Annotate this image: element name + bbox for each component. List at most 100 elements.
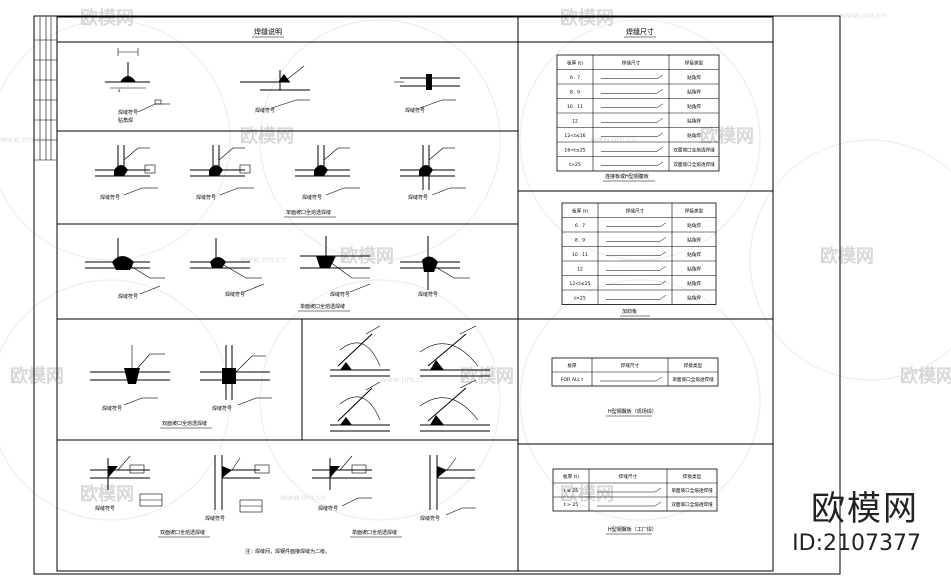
table-cell: t>25 <box>569 162 581 168</box>
watermark-text: 欧模网 <box>560 7 614 29</box>
weld-symbol-icon <box>601 74 664 79</box>
section-angled-joints <box>330 325 490 432</box>
watermark-url: www.om.cn <box>0 135 46 144</box>
table-cell: 双面坡口全熔透焊缝 <box>673 146 715 153</box>
table-cell: 12<t≤16 <box>564 133 585 139</box>
section-double-bevel: 焊缝符号 焊缝符号 双面坡口全熔透焊缝 <box>90 345 272 429</box>
table-header-cell: 焊接类型 <box>683 473 702 480</box>
table-cell: t ≤ 25 <box>564 488 578 494</box>
weld-symbol-label: 焊缝符号 <box>102 405 122 412</box>
note: 注：焊缝间，焊钢件面接焊缝为二级。 <box>245 548 330 555</box>
table-cell: 单面坡口全熔透焊缝 <box>672 376 714 383</box>
weld-symbol-icon <box>597 501 662 507</box>
table-cell: 贴角焊 <box>687 251 701 258</box>
weld-symbol-label: 焊缝符号 <box>118 109 138 116</box>
table-header-cell: 焊缝尺寸 <box>619 473 638 480</box>
watermark-url: www.om.cn <box>280 493 326 502</box>
brand-id: ID:2107377 <box>792 531 921 556</box>
table-header-cell: 焊接类型 <box>685 207 704 214</box>
weld-symbol-icon <box>597 487 662 493</box>
table-cell: 8 . 9 <box>575 237 585 243</box>
watermark-text: 欧模网 <box>820 245 874 267</box>
table-cell: FOR ALL t <box>561 377 584 383</box>
table-cell: 10 . 11 <box>567 104 583 110</box>
weld-symbol-icon <box>606 266 667 271</box>
table-cell: 6 . 7 <box>570 75 580 81</box>
table-cell: t > 25 <box>564 502 578 508</box>
table3-caption: H型钢翼板（现场焊） <box>608 408 657 415</box>
title-strip <box>34 17 57 161</box>
table-cell: 6 . 7 <box>575 223 585 229</box>
table-header-cell: 焊接类型 <box>684 362 703 369</box>
table-cell: t>25 <box>574 295 586 301</box>
table-cell: 贴角焊 <box>687 280 701 287</box>
weld-symbol-label: 焊缝符号 <box>196 194 216 201</box>
section-bottom-details: 焊缝符号 焊缝符号 焊缝符号 <box>90 455 476 555</box>
table-cell: 8 . 9 <box>570 89 580 95</box>
weld-symbol-icon <box>600 376 663 382</box>
table-header-cell: 焊缝尺寸 <box>626 207 645 214</box>
weld-symbol-icon <box>601 161 664 166</box>
weld-symbol-icon <box>606 251 667 256</box>
inner-frame <box>56 16 774 572</box>
watermark-text: 欧模网 <box>240 125 294 147</box>
weld-symbol-icon <box>601 103 664 108</box>
section-single-bevel-2: 焊缝符号 焊缝符号 焊缝符号 <box>85 236 470 312</box>
table-header-cell: 焊缝尺寸 <box>622 59 641 66</box>
weld-symbol-icon <box>606 222 667 227</box>
title-weld-desc: 焊缝说明 <box>254 27 282 36</box>
table-cell: 双面坡口全熔透焊缝 <box>671 501 713 508</box>
table4-caption: H型钢翼板（工厂焊） <box>608 526 657 533</box>
weld-symbol-label: 焊缝符号 <box>95 505 115 512</box>
table-cell: 12<t≤25 <box>569 281 590 287</box>
table-header-cell: 板厚 (t) <box>563 473 579 480</box>
weld-symbol-label: 焊缝符号 <box>408 194 428 201</box>
watermark-url: www.om.cn <box>240 255 286 264</box>
table-weld-size-4: 板厚 (t) 焊缝尺寸 焊接类型 t ≤ 25 单面坡口全熔透焊缝 t > 25 双面坡口全… <box>552 468 718 512</box>
watermark-text: 欧模网 <box>900 365 951 387</box>
table-cell: 12 <box>577 266 583 272</box>
weld-symbol-label: 焊缝符号 <box>418 291 438 298</box>
table-cell: 16<t≤25 <box>564 147 585 153</box>
weld-symbol-label: 焊缝符号 <box>405 107 425 114</box>
table-header-cell: 板厚 (t) <box>572 207 588 214</box>
table2-caption: 加劲板 <box>622 308 637 315</box>
weld-symbol-label: 焊缝符号 <box>318 505 338 512</box>
table-header-cell: 焊缝尺寸 <box>621 362 640 369</box>
table-cell: 贴角焊 <box>687 265 701 272</box>
table-cell: 贴角焊 <box>687 294 701 301</box>
weld-symbol-icon <box>606 237 667 242</box>
table-cell: 贴角焊 <box>687 222 701 229</box>
watermark-url: www.om.cn <box>590 135 636 144</box>
weld-symbol-label: 焊缝符号 <box>212 405 232 412</box>
weld-symbol-label: 焊缝符号 <box>330 291 350 298</box>
table-cell: 贴角焊 <box>687 117 701 124</box>
table-cell: 单面坡口全熔透焊缝 <box>671 487 713 494</box>
watermark-text: 欧模网 <box>80 483 134 505</box>
watermark-text: 欧模网 <box>700 125 754 147</box>
table-cell: 贴角焊 <box>687 236 701 243</box>
table-header-cell: 焊接类型 <box>685 59 704 66</box>
weld-symbol-icon <box>601 89 664 94</box>
table-header-cell: 板厚 <box>567 362 577 369</box>
table-weld-size-2: 板厚 (t) 焊缝尺寸 焊接类型 6 . 7 贴角焊 8 . 9 贴角焊 10 . 11 贴角焊… <box>561 202 717 305</box>
watermark-text: 欧模网 <box>560 483 614 505</box>
weld-symbol-label: 焊缝符号 <box>420 515 440 522</box>
brand-logo-text: 欧模网 <box>811 489 919 529</box>
watermark-text: 欧模网 <box>80 7 134 29</box>
section-caption: 单面坡口全熔透焊缝 <box>300 303 345 310</box>
weld-symbol-label: 焊缝符号 <box>205 515 225 522</box>
section-caption: 双面坡口全熔透焊缝 <box>162 420 207 427</box>
weld-symbol-icon <box>606 295 667 300</box>
table-cell: 10 . 11 <box>572 252 588 258</box>
section-single-bevel-1: 焊缝符号 焊缝符号 焊缝符号 <box>95 145 466 218</box>
weld-symbol-label: 焊缝符号 <box>100 194 120 201</box>
watermark-circles <box>0 19 951 521</box>
watermark-url: www.om.cn <box>840 11 886 20</box>
section-caption: 双面坡口全熔透焊缝 <box>160 529 205 536</box>
weld-symbol-icon <box>601 147 664 152</box>
table-cell: 贴角焊 <box>687 74 701 81</box>
